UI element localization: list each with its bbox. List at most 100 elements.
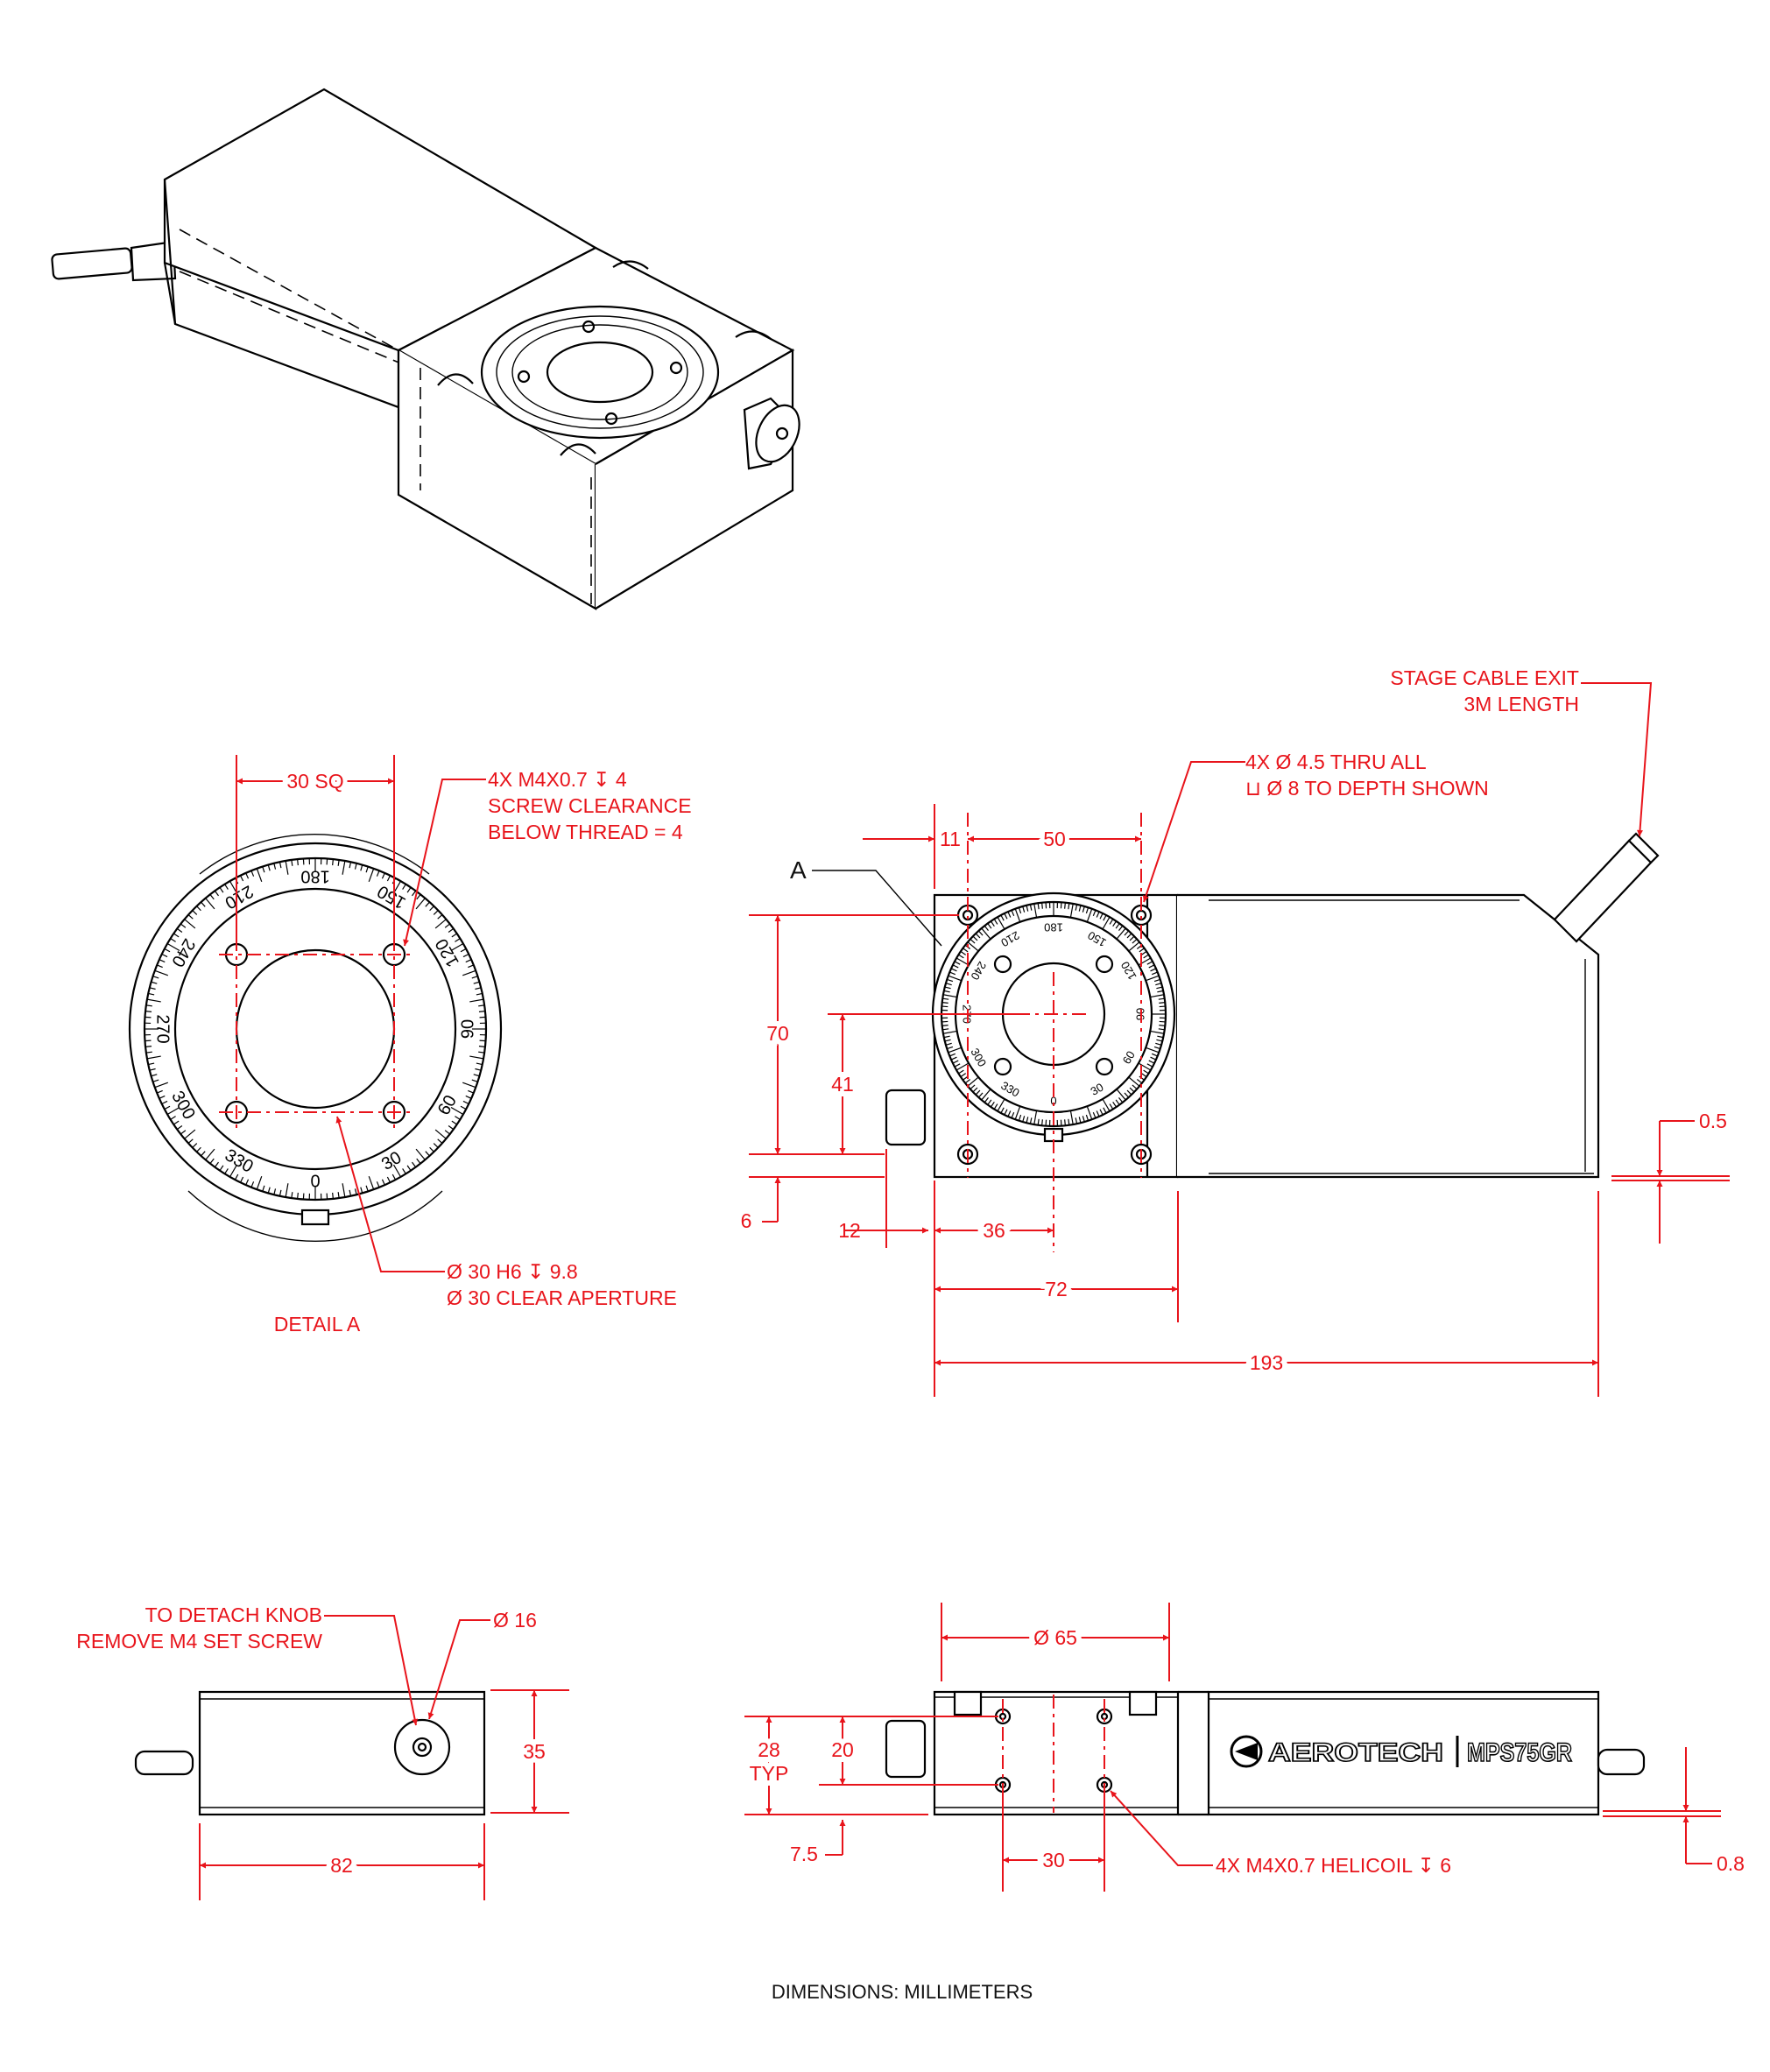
- dial-tick: [981, 927, 991, 940]
- dial-tick: [958, 954, 964, 959]
- dial-tick: [972, 1087, 978, 1093]
- dial-tick: [433, 910, 439, 915]
- dim-72: 72: [1045, 1278, 1068, 1300]
- dial-tick: [1112, 1101, 1118, 1108]
- dial-tick: [1128, 1076, 1140, 1087]
- dial-tick: [279, 1189, 282, 1196]
- dial-tick: [941, 1002, 948, 1004]
- dial-tick: [291, 1192, 293, 1199]
- dial-tick: [262, 866, 265, 873]
- dial-tick: [943, 1035, 950, 1039]
- dim-35: 35: [523, 1740, 546, 1763]
- dial-tick: [977, 930, 984, 936]
- iso-aperture: [546, 341, 654, 404]
- detail-a-screw-note-3: BELOW THREAD = 4: [488, 821, 683, 843]
- dial-tick: [984, 1096, 989, 1103]
- dial-tick: [148, 1062, 155, 1066]
- top-motor-housing: [1177, 893, 1600, 1179]
- dial-number: 180: [1044, 921, 1063, 934]
- dial-tick: [1099, 1109, 1104, 1116]
- dial-tick: [365, 1185, 369, 1192]
- dial-tick: [475, 987, 482, 990]
- dial-tick: [1156, 1039, 1163, 1042]
- end-view: TO DETACH KNOB REMOVE M4 SET SCREW Ø 16 …: [76, 1603, 569, 1900]
- dial-tick: [1109, 1103, 1114, 1110]
- dial-number: 30: [1088, 1081, 1105, 1098]
- dial-number: 60: [1120, 1048, 1138, 1066]
- dial-tick: [1033, 1110, 1038, 1125]
- dial-tick: [342, 1183, 346, 1198]
- dial-tick: [256, 868, 263, 883]
- dial-tick: [285, 860, 289, 875]
- dial-tick: [1140, 1073, 1147, 1078]
- top-cable: [1553, 839, 1653, 943]
- dim-193: 193: [1250, 1351, 1283, 1374]
- dial-tick: [187, 1138, 194, 1144]
- side-knob: [885, 1719, 927, 1779]
- dial-tick: [952, 964, 959, 969]
- dial-tick: [954, 961, 961, 965]
- detail-a-bore-note-1: Ø 30 H6 ↧ 9.8: [447, 1260, 578, 1283]
- dial-tick: [1126, 1089, 1132, 1096]
- top-knob: [885, 1089, 927, 1146]
- dial-tick: [958, 1069, 964, 1075]
- dial-tick: [433, 1143, 439, 1148]
- dial-tick: [219, 1165, 224, 1171]
- dial-tick: [956, 957, 970, 966]
- dial-tick: [970, 1084, 976, 1090]
- dial-tick: [365, 866, 369, 873]
- dial-tick: [1085, 907, 1090, 914]
- detail-a-title: DETAIL A: [274, 1313, 361, 1336]
- dial-tick: [941, 1025, 948, 1026]
- dial-tick: [947, 978, 954, 983]
- dial-tick: [149, 987, 156, 990]
- dial-tick: [360, 864, 363, 871]
- dial-tick: [1075, 1117, 1078, 1124]
- dial-tick: [1078, 905, 1082, 912]
- dial-tick: [402, 1168, 406, 1174]
- dial-tick: [386, 875, 391, 882]
- dial-tick: [164, 1105, 171, 1110]
- dial-tick: [1126, 933, 1132, 939]
- dial-tick: [1014, 1106, 1021, 1120]
- dim-28: 28: [758, 1738, 780, 1761]
- dial-tick: [975, 933, 981, 939]
- dial-tick: [434, 1129, 447, 1139]
- dial-tick: [256, 1175, 263, 1190]
- dial-tick: [1157, 990, 1164, 993]
- dim-0-5: 0.5: [1699, 1110, 1727, 1132]
- dial-tick: [349, 862, 352, 869]
- dial-tick: [942, 1028, 949, 1031]
- dial-tick: [1102, 916, 1111, 930]
- units-note: DIMENSIONS: MILLIMETERS: [772, 1981, 1033, 2003]
- dial-tick: [448, 927, 455, 933]
- dim-30: 30: [1042, 1849, 1065, 1871]
- dial-tick: [1153, 1046, 1160, 1050]
- dial-tick: [180, 1130, 187, 1135]
- dial-tick: [944, 1039, 951, 1042]
- dial-tick: [337, 859, 340, 866]
- dial-tick: [180, 923, 187, 928]
- dial-tick: [1151, 1053, 1158, 1057]
- dial-tick: [468, 1089, 475, 1094]
- dial-tick: [1148, 964, 1155, 969]
- dial-tick: [1069, 1110, 1074, 1125]
- dial-tick: [947, 1046, 954, 1050]
- dial-tick: [1148, 1060, 1155, 1064]
- dim-20: 20: [831, 1738, 854, 1761]
- dial-tick: [1099, 913, 1104, 920]
- dial-number: 0: [310, 1172, 320, 1191]
- dial-tick: [291, 859, 293, 866]
- dial-tick: [279, 862, 282, 869]
- dial-tick: [967, 941, 979, 952]
- dial-tick: [476, 992, 483, 996]
- dial-tick: [239, 875, 244, 882]
- dial-tick: [1007, 911, 1012, 918]
- dial-tick: [1082, 906, 1085, 913]
- isometric-view: [51, 88, 800, 610]
- dim-41: 41: [831, 1073, 854, 1096]
- top-detail-ref: A: [790, 856, 807, 884]
- dial-tick: [1159, 1002, 1166, 1004]
- top-cable-note-2: 3M LENGTH: [1463, 693, 1579, 715]
